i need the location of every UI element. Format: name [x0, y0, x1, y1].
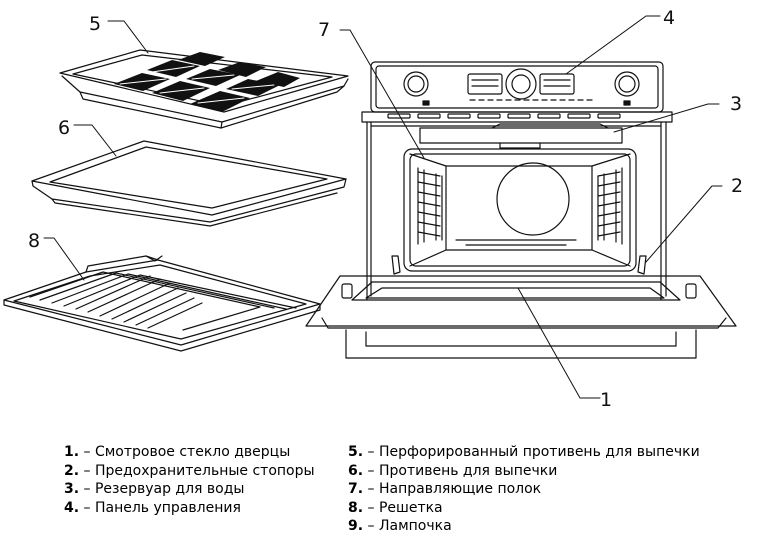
legend-item-8: 8. – Решетка: [348, 499, 443, 516]
legend-item-6: 6. – Противень для выпечки: [348, 462, 558, 479]
oven-cavity: [403, 148, 637, 272]
leader-lines: [43, 15, 723, 399]
wire-shelf: [3, 255, 321, 352]
legend-item-3: 3. – Резервуар для воды: [64, 481, 245, 497]
viewing-glass: [365, 287, 665, 299]
legend-right-column: 5. – Перфорированный противень для выпеч…: [348, 443, 700, 536]
callout-1: 1: [600, 389, 612, 411]
rack-guides-left: [417, 167, 443, 245]
legend-item-4: 4. – Панель управления: [64, 499, 241, 516]
vent-slots: [387, 113, 621, 119]
callout-6: 6: [58, 117, 70, 139]
baking-tray: [31, 140, 347, 227]
legend-item-7: 7. – Направляющие полок: [348, 481, 542, 497]
callout-4: 4: [663, 7, 675, 29]
control-panel: [370, 61, 664, 113]
callout-8: 8: [28, 230, 40, 252]
legend-item-5: 5. – Перфорированный противень для выпеч…: [348, 444, 700, 460]
oven-door: [305, 275, 737, 329]
legend-item-2: 2. – Предохранительные стопоры: [64, 462, 315, 479]
safety-stops: [391, 255, 647, 275]
legend-left-column: 1. – Смотровое стекло дверцы 2. – Предох…: [64, 443, 315, 517]
oven-body: [345, 111, 697, 359]
callout-2: 2: [731, 175, 743, 197]
legend-item-9: 9. – Лампочка: [348, 518, 452, 534]
water-tank: [419, 123, 623, 149]
perforated-tray: [59, 49, 349, 129]
callout-5: 5: [89, 13, 101, 35]
rack-guides-right: [597, 167, 623, 245]
callout-3: 3: [730, 93, 742, 115]
callout-numbers: 5 6 8 7 4 3 2 1: [28, 7, 743, 411]
callout-7: 7: [318, 19, 330, 41]
legend-item-1: 1. – Смотровое стекло дверцы: [64, 444, 291, 460]
lamp: [496, 162, 570, 236]
